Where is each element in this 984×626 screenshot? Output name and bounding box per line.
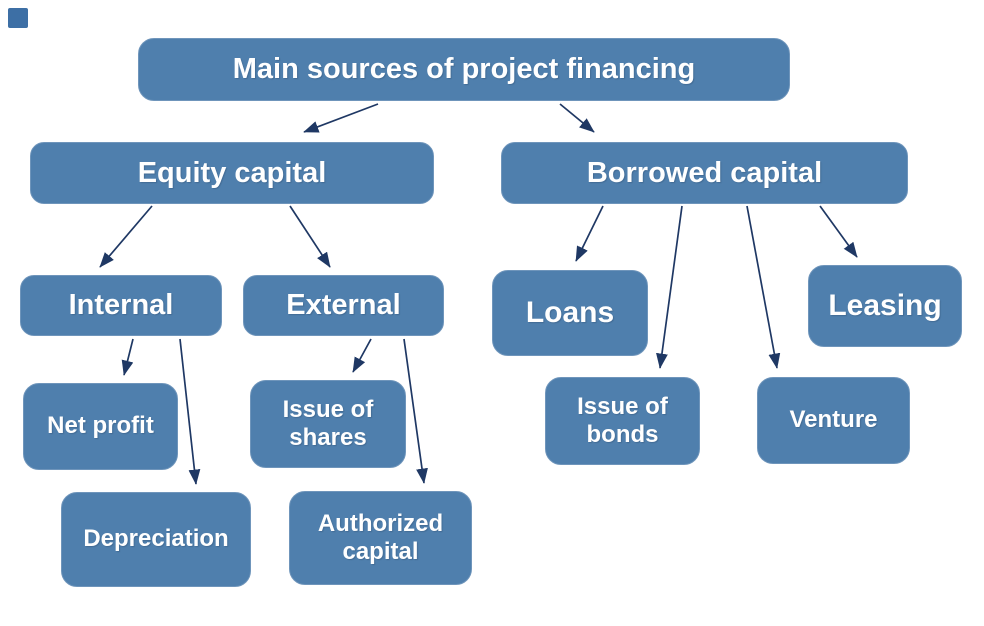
node-venture: Venture [757, 377, 910, 464]
arrow-equity-to-external [289, 205, 331, 268]
node-equity-capital: Equity capital [30, 142, 434, 204]
arrow-borrowed-to-leasing [819, 205, 858, 258]
node-authorized-capital: Authorized capital [289, 491, 472, 585]
arrow-borrowed-to-issue-of-bonds [656, 205, 683, 369]
arrow-borrowed-to-venture [746, 205, 781, 369]
node-loans: Loans [492, 270, 648, 356]
corner-mark [8, 8, 28, 28]
node-external: External [243, 275, 444, 336]
node-main-sources-of-project-financing: Main sources of project financing [138, 38, 790, 101]
node-leasing: Leasing [808, 265, 962, 347]
node-borrowed-capital: Borrowed capital [501, 142, 908, 204]
arrow-equity-to-internal [99, 205, 153, 268]
node-issue-of-bonds: Issue of bonds [545, 377, 700, 465]
node-internal: Internal [20, 275, 222, 336]
arrow-borrowed-to-loans [575, 205, 604, 262]
arrow-root-to-borrowed [559, 103, 595, 133]
arrow-internal-to-depreciation [179, 338, 201, 485]
node-depreciation: Depreciation [61, 492, 251, 587]
arrow-external-to-issue-of-shares [352, 338, 372, 373]
node-net-profit: Net profit [23, 383, 178, 470]
arrow-external-to-authorized-capital [403, 338, 428, 484]
node-issue-of-shares: Issue of shares [250, 380, 406, 468]
arrow-internal-to-net-profit [121, 338, 134, 376]
arrow-root-to-equity [303, 103, 379, 133]
